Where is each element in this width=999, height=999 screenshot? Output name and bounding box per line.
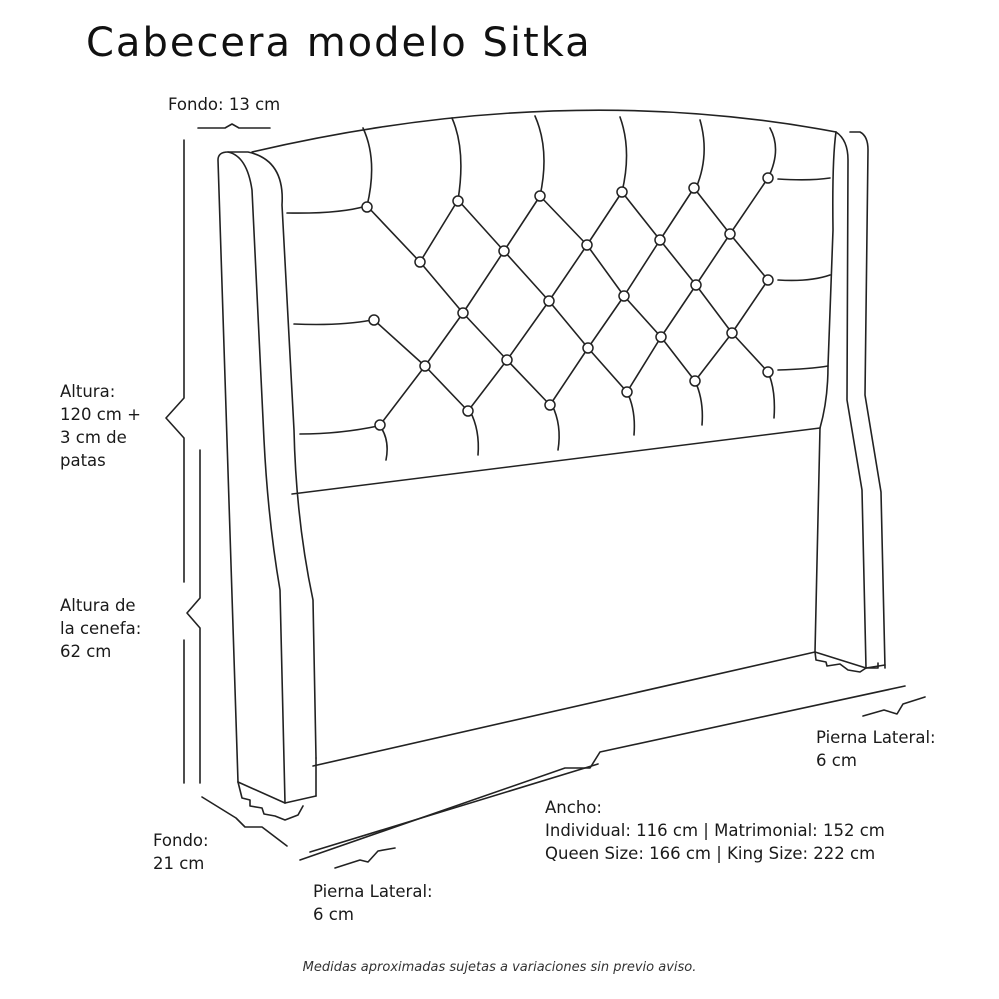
fondo-top-label: Fondo: 13 cm xyxy=(168,95,281,114)
left-wing-inner xyxy=(227,151,286,804)
cenefa-dimension-line xyxy=(186,449,201,784)
fondo-top-dimension-line xyxy=(197,123,271,129)
ancho-label: Ancho: Individual: 116 cm | Matrimonial:… xyxy=(545,798,885,863)
pierna-left-dimension xyxy=(334,847,396,869)
right-leg xyxy=(814,651,879,673)
fondo-bottom-dimension-line xyxy=(201,796,288,847)
fondo-bottom-label: Fondo: 21 cm xyxy=(153,831,209,873)
pierna-lateral-left-label: Pierna Lateral: 6 cm xyxy=(313,882,433,924)
headboard-top-edge xyxy=(251,109,837,153)
disclaimer-footnote: Medidas aproximadas sujetas a variacione… xyxy=(302,960,697,975)
left-leg xyxy=(237,781,304,821)
right-panel-edge xyxy=(814,131,837,653)
right-wing-outer xyxy=(849,131,886,669)
page-title: Cabecera modelo Sitka xyxy=(86,20,592,66)
tuft-buttons xyxy=(361,172,774,431)
altura-dimension-line xyxy=(165,139,185,583)
pierna-lateral-right-label: Pierna Lateral: 6 cm xyxy=(816,728,936,770)
diamond-lattice xyxy=(366,177,769,426)
left-wing-outer xyxy=(217,151,317,783)
altura-cenefa-label: Altura de la cenefa: 62 cm xyxy=(60,596,142,661)
pierna-right-dimension xyxy=(862,696,926,717)
tufted-panel-bottom xyxy=(291,427,821,495)
right-wing-inner xyxy=(835,131,867,669)
ancho-dimension-line xyxy=(299,685,906,861)
floor-line-front xyxy=(309,763,599,853)
altura-label: Altura: 120 cm + 3 cm de patas xyxy=(60,382,141,470)
